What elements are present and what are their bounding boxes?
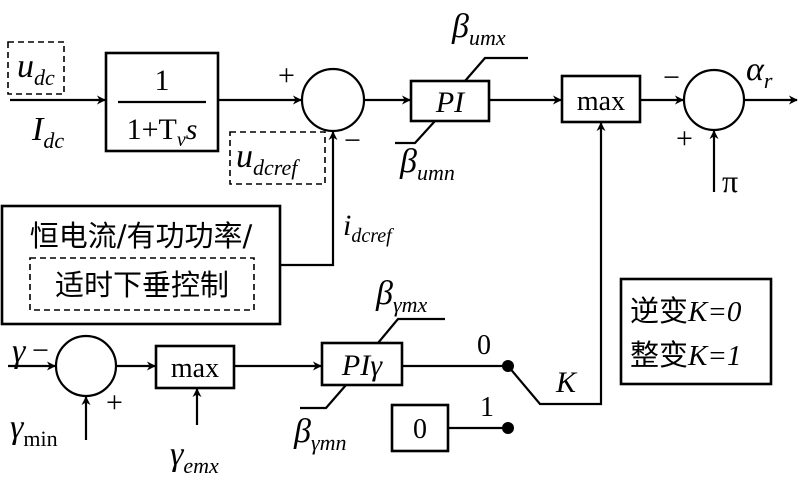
- gamma-min-label: γmin: [10, 409, 58, 451]
- alpha-r-label: αr: [746, 51, 773, 93]
- pi-gamma-label: PIγ: [341, 349, 383, 382]
- zero-block-label: 0: [413, 414, 427, 445]
- sum1-plus-sign: +: [278, 59, 295, 92]
- beta-gamma-mx-label: βγmx: [375, 275, 427, 317]
- control-mode-line1: 恒电流/有功功率/: [30, 219, 253, 253]
- pi-label: PI: [435, 86, 466, 119]
- beta-umn-label: βumn: [399, 143, 455, 185]
- mode-legend-block: [619, 277, 773, 386]
- sum2-plus-sign: +: [676, 122, 693, 155]
- pi-gamma-controller-block: [320, 341, 404, 387]
- max-selector-bottom: [154, 344, 236, 390]
- beta-umx-label: βumx: [451, 8, 506, 50]
- control-mode-line2: 适时下垂控制: [55, 268, 229, 302]
- u-dcref-dashed-box: [229, 131, 326, 185]
- pi-controller-block: [409, 79, 491, 123]
- sum2-minus-sign: −: [663, 61, 680, 94]
- i-dcref-feedback-line: [280, 131, 338, 267]
- legend-inverter-line: 逆变K=0: [630, 294, 742, 328]
- filter-denominator: 1+Tvs: [127, 113, 198, 151]
- max-top-label: max: [577, 86, 625, 117]
- pi-lower-limit-line: [395, 120, 436, 145]
- max-selector-top: [560, 74, 642, 124]
- legend-rectifier-line: 整变K=1: [630, 338, 741, 372]
- zero-constant-block: [390, 403, 450, 453]
- gamma-emx-label: γemx: [170, 436, 219, 478]
- pi-upper-limit-line: [464, 56, 528, 82]
- summing-junction-voltage: [300, 67, 366, 133]
- summing-junction-alpha: [682, 68, 746, 132]
- sum3-plus-sign: +: [106, 386, 123, 419]
- I-dc-label: Idc: [31, 111, 64, 153]
- droop-control-dashed-box: [29, 257, 255, 311]
- gamma-input-label: γ: [12, 333, 27, 370]
- filter-numerator: 1: [155, 64, 170, 97]
- i-dcref-label: idcref: [343, 209, 394, 247]
- u-dc-dashed-box: [7, 41, 65, 95]
- switch-pos1-label: 1: [480, 392, 494, 423]
- control-mode-block: [0, 204, 282, 326]
- sum1-minus-sign: −: [344, 124, 361, 157]
- switch-pos0-label: 0: [477, 330, 491, 361]
- pi-gamma-upper-limit-line: [377, 317, 445, 344]
- switch-K-label: K: [555, 366, 578, 399]
- beta-gamma-mn-label: βγmn: [293, 413, 347, 455]
- u-dc-label: udc: [17, 48, 55, 90]
- pi-gamma-lower-limit-line: [300, 384, 347, 410]
- u-dcref-label: udcref: [236, 138, 300, 180]
- max-bottom-label: max: [171, 353, 219, 384]
- pi-constant-label: π: [722, 163, 738, 199]
- switch-output-line: [507, 122, 606, 406]
- sum3-minus-sign: −: [32, 334, 49, 367]
- switch-terminal-1: [502, 422, 514, 434]
